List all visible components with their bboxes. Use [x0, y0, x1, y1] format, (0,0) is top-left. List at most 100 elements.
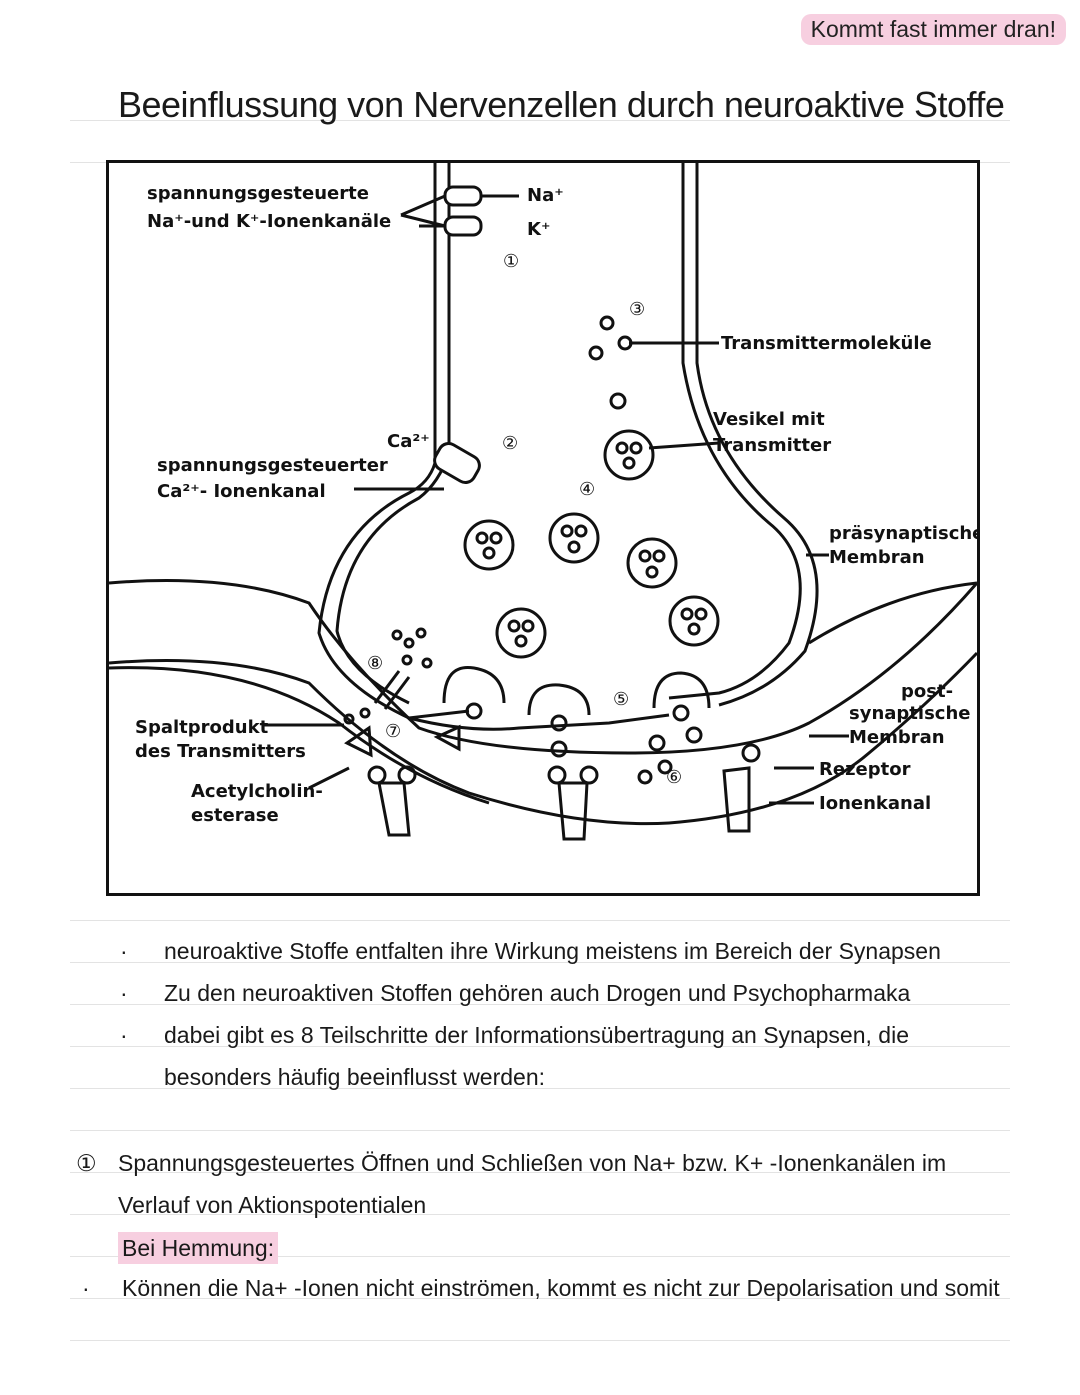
step-marker-8: ⑧ [367, 653, 383, 674]
label-ion-channel: Ionenkanal [819, 793, 931, 814]
step-marker-7: ⑦ [385, 721, 401, 742]
label-ca: Ca²⁺ [387, 431, 430, 452]
na-channel [443, 185, 483, 207]
cleavage-product [343, 713, 355, 725]
vesicle [603, 429, 655, 481]
vesicle [548, 512, 600, 564]
transmitter-molecule [465, 702, 483, 720]
bullet-text: Können die Na+ -Ionen nicht einströmen, … [122, 1275, 1000, 1301]
axon-inner-right [695, 163, 819, 707]
bullet-dot: · [120, 1022, 128, 1048]
receptor [741, 743, 761, 763]
label-ache-2: esterase [191, 805, 279, 826]
transmitter-molecule [599, 315, 615, 331]
step-marker-2: ② [502, 433, 518, 454]
fusing-vesicle [527, 683, 591, 716]
postsyn-ion-channel [722, 766, 751, 833]
bullet-dot: · [120, 980, 128, 1006]
transmitter-molecule [550, 740, 568, 758]
label-na: Na⁺ [527, 185, 564, 206]
step-marker-3: ③ [629, 299, 645, 320]
label-ca-channel-1: spannungsgesteuerter [157, 455, 388, 476]
bullet-text: Zu den neuroaktiven Stoffen gehören auch… [164, 980, 911, 1006]
vesicle [463, 519, 515, 571]
leader-nak-1 [400, 194, 446, 217]
vesicle [668, 595, 720, 647]
label-presyn-1: präsynaptische [829, 523, 977, 544]
list-item: · Zu den neuroaktiven Stoffen gehören au… [120, 972, 1000, 1014]
axon-outer-right [668, 163, 802, 700]
transmitter-molecule [685, 726, 703, 744]
receptor [579, 765, 599, 785]
fusing-vesicle [442, 665, 506, 704]
transmitter-molecule [657, 759, 673, 775]
bullet-text: dabei gibt es 8 Teilschritte der Informa… [164, 1022, 909, 1090]
k-channel [443, 215, 483, 237]
bullet-text: neuroaktive Stoffe entfalten ihre Wirkun… [164, 938, 941, 964]
label-cleavage-2: des Transmitters [135, 741, 306, 762]
synapse-svg: spannungsgesteuerte Na⁺-und K⁺-Ionenkanä… [109, 163, 977, 841]
postsyn-outer [109, 579, 977, 755]
highlight-heading: Bei Hemmung: [118, 1232, 279, 1264]
receptor [397, 765, 417, 785]
label-ca-channel-2: Ca²⁺- Ionenkanal [157, 481, 326, 502]
leader-nak-2 [400, 213, 446, 228]
transmitter-molecule [609, 392, 627, 410]
label-vesicle-1: Vesikel mit [713, 409, 825, 430]
step-number: ① [76, 1150, 97, 1176]
label-postsyn-3: Membran [849, 727, 945, 748]
cleft-line-left [109, 666, 490, 805]
synapse-diagram: spannungsgesteuerte Na⁺-und K⁺-Ionenkanä… [106, 160, 980, 896]
bullet-dot: · [120, 938, 128, 964]
cleavage-product [391, 629, 403, 641]
cleavage-product [401, 654, 413, 666]
transmitter-molecule [617, 335, 633, 351]
highlight-tag: Kommt fast immer dran! [800, 14, 1066, 45]
fusing-vesicle [652, 671, 711, 709]
transmitter-molecule [637, 769, 653, 785]
label-transmitter-molecules: Transmittermoleküle [721, 333, 932, 354]
label-postsyn-2: synaptische [849, 703, 970, 724]
receptor [367, 765, 387, 785]
receptor [547, 765, 567, 785]
step-marker-5: ⑤ [613, 689, 629, 710]
axon-outer-left [317, 163, 470, 720]
list-item: · dabei gibt es 8 Teilschritte der Infor… [120, 1014, 1000, 1098]
label-presyn-2: Membran [829, 547, 925, 568]
leader-ache [308, 766, 350, 790]
acetylcholinesterase [433, 724, 461, 752]
right-membrane-top [808, 581, 977, 645]
label-ache-1: Acetylcholin- [191, 781, 323, 802]
label-cleavage-1: Spaltprodukt [135, 717, 269, 738]
cleavage-product [415, 627, 427, 639]
postsyn-ion-channel [557, 781, 589, 841]
bullet-dot: · [82, 1275, 90, 1301]
cleavage-product [421, 657, 433, 669]
page-title: Beeinflussung von Nervenzellen durch neu… [118, 84, 1005, 125]
step-1: ① Spannungsgesteuertes Öffnen und Schlie… [76, 1142, 996, 1226]
step-marker-4: ④ [579, 479, 595, 500]
transmitter-molecule [550, 714, 568, 732]
list-item: · neuroaktive Stoffe entfalten ihre Wirk… [120, 930, 1000, 972]
list-item: · Können die Na+ -Ionen nicht einströmen… [82, 1268, 1002, 1308]
ca-channel [433, 442, 481, 484]
cleavage-product [359, 707, 371, 719]
cleavage-product [403, 637, 415, 649]
label-k: K⁺ [527, 219, 550, 240]
label-nak-1: spannungsgesteuerte [147, 183, 369, 204]
reuptake-arrow [383, 676, 411, 710]
transmitter-molecule [672, 704, 690, 722]
transmitter-molecule [648, 734, 666, 752]
acetylcholinesterase [344, 725, 373, 758]
postsyn-ion-channel [377, 781, 411, 837]
vesicle [626, 537, 678, 589]
transmitter-molecule [588, 345, 604, 361]
presynaptic-bottom [408, 713, 670, 731]
reuptake-arrow [373, 670, 401, 704]
step-marker-1: ① [503, 251, 519, 272]
bullet-list: · neuroaktive Stoffe entfalten ihre Wirk… [120, 930, 1000, 1098]
label-postsyn-1: post- [901, 681, 953, 702]
step-text: Spannungsgesteuertes Öffnen und Schließe… [118, 1150, 947, 1218]
leader-vesicle [648, 441, 720, 450]
step-marker-6: ⑥ [666, 767, 682, 788]
